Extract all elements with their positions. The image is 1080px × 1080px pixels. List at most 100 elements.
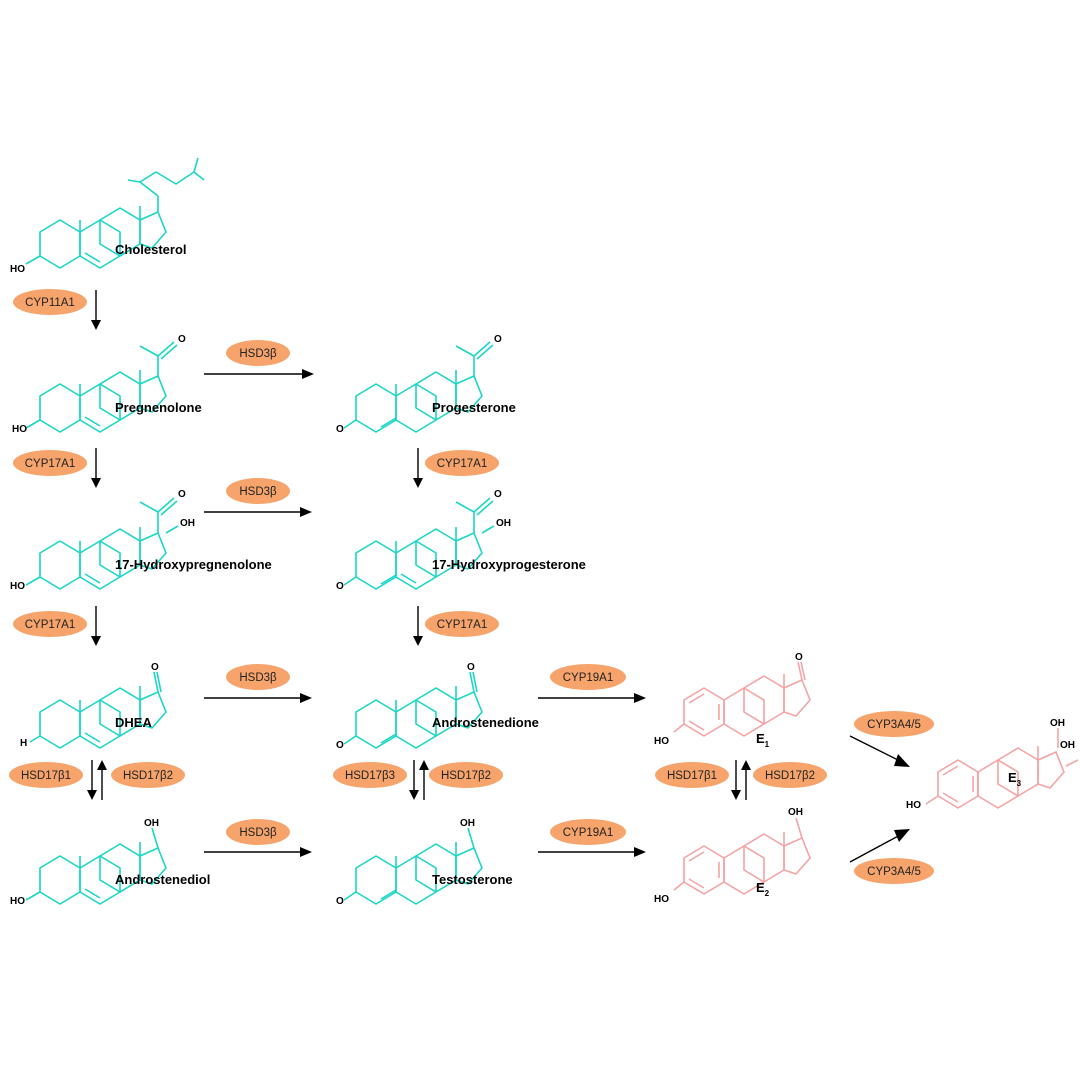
pregnenolone-label: Pregnenolone <box>115 400 202 415</box>
e1-label: E1 <box>756 731 770 749</box>
progesterone-structure <box>343 341 494 433</box>
progesterone-label: Progesterone <box>432 400 516 415</box>
cholesterol-structure <box>25 157 205 269</box>
svg-text:HSD3β: HSD3β <box>239 486 277 498</box>
testosterone-label: Testosterone <box>432 872 513 887</box>
enzyme-hsd3b-1: HSD3β <box>226 340 290 366</box>
hydroxyprogesterone-oh: OH <box>496 518 511 529</box>
testosterone-oh: OH <box>460 818 475 829</box>
svg-text:CYP3A4/5: CYP3A4/5 <box>867 866 921 878</box>
svg-text:HSD17β2: HSD17β2 <box>123 770 173 782</box>
svg-text:CYP19A1: CYP19A1 <box>563 672 614 684</box>
androstenedione-o-top: O <box>467 662 475 673</box>
progesterone-o: O <box>336 424 344 435</box>
androstenedione-o: O <box>336 740 344 751</box>
enzyme-cyp3a45-1: CYP3A4/5 <box>854 711 934 737</box>
svg-text:CYP17A1: CYP17A1 <box>25 619 76 631</box>
dhea-label: DHEA <box>115 715 152 730</box>
svg-text:HSD17β1: HSD17β1 <box>667 770 717 782</box>
androstenedione-label: Androstenedione <box>432 715 539 730</box>
androstenediol-ho: HO <box>10 896 25 907</box>
enzyme-cyp3a45-2: CYP3A4/5 <box>854 858 934 884</box>
e2-label: E2 <box>756 880 770 898</box>
enzyme-cyp19a1-1: CYP19A1 <box>550 664 626 690</box>
enzyme-hsd3b-2: HSD3β <box>226 478 290 504</box>
hydroxyprogesterone-label: 17-Hydroxyprogesterone <box>432 557 586 572</box>
svg-text:HSD17β3: HSD17β3 <box>345 770 395 782</box>
dhea-structure <box>29 671 167 749</box>
testosterone-structure <box>343 827 483 905</box>
enzyme-hsd17b3: HSD17β3 <box>333 762 407 788</box>
enzyme-hsd17b1-1: HSD17β1 <box>9 762 83 788</box>
dhea-o: O <box>151 662 159 673</box>
enzyme-cyp19a1-2: CYP19A1 <box>550 819 626 845</box>
arrow-dhea-androstenedione <box>204 693 312 703</box>
arrow-androstenedione-testosterone-reversible <box>409 760 429 800</box>
androstenediol-structure <box>25 827 167 905</box>
e3-structure <box>925 728 1079 809</box>
testosterone-o: O <box>336 896 344 907</box>
arrow-e1-e2-reversible <box>731 760 751 800</box>
arrow-androstenedione-e1 <box>538 693 646 703</box>
arrow-progesterone-hydroxyprogesterone <box>413 448 423 488</box>
e1-ho: HO <box>654 736 669 747</box>
svg-text:CYP19A1: CYP19A1 <box>563 827 614 839</box>
svg-text:HSD3β: HSD3β <box>239 672 277 684</box>
enzyme-cyp17a1-3: CYP17A1 <box>13 611 87 637</box>
svg-text:HSD17β2: HSD17β2 <box>441 770 491 782</box>
hydroxypregnenolone-label: 17-Hydroxypregnenolone <box>115 557 272 572</box>
svg-text:HSD3β: HSD3β <box>239 348 277 360</box>
enzyme-hsd3b-4: HSD3β <box>226 819 290 845</box>
hydroxypregnenolone-structure <box>25 497 179 590</box>
arrow-cholesterol-pregnenolone <box>91 290 101 330</box>
e2-structure <box>673 817 811 895</box>
enzyme-cyp11a1: CYP11A1 <box>13 289 87 315</box>
arrow-e1-e3 <box>849 735 910 767</box>
e1-o: O <box>795 652 803 663</box>
svg-text:HSD17β2: HSD17β2 <box>765 770 815 782</box>
enzyme-cyp17a1-2: CYP17A1 <box>425 450 499 476</box>
arrow-pregnenolone-hydroxypregnenolone <box>91 448 101 488</box>
arrow-hydroxypregnenolone-dhea <box>91 606 101 646</box>
arrow-dhea-androstenediol-reversible <box>87 760 107 800</box>
e1-structure <box>673 661 811 737</box>
svg-text:HSD3β: HSD3β <box>239 827 277 839</box>
pregnenolone-ho: HO <box>12 424 27 435</box>
dhea-h: H <box>20 738 27 749</box>
arrow-testosterone-e2 <box>538 847 646 857</box>
cholesterol-ho: HO <box>10 264 25 275</box>
svg-text:CYP17A1: CYP17A1 <box>437 619 488 631</box>
svg-text:CYP17A1: CYP17A1 <box>25 458 76 470</box>
arrow-androstenediol-testosterone <box>204 847 312 857</box>
arrow-e2-e3 <box>849 829 910 863</box>
e3-oh-top: OH <box>1050 718 1065 729</box>
enzyme-hsd17b2-2: HSD17β2 <box>429 762 503 788</box>
enzyme-hsd17b1-2: HSD17β1 <box>655 762 729 788</box>
e2-ho: HO <box>654 894 669 905</box>
pregnenolone-o: O <box>178 334 186 345</box>
enzyme-hsd3b-3: HSD3β <box>226 664 290 690</box>
hydroxyprogesterone-structure <box>343 497 495 590</box>
e3-label: E3 <box>1008 770 1022 788</box>
svg-text:CYP17A1: CYP17A1 <box>437 458 488 470</box>
arrow-hydroxyprogesterone-androstenedione <box>413 606 423 646</box>
arrow-hydroxypregnenolone-hydroxyprogesterone <box>204 507 312 517</box>
svg-text:HSD17β1: HSD17β1 <box>21 770 71 782</box>
enzyme-hsd17b2-1: HSD17β2 <box>111 762 185 788</box>
svg-text:CYP11A1: CYP11A1 <box>25 297 75 309</box>
androstenedione-structure <box>343 671 483 749</box>
hydroxypregnenolone-oh: OH <box>180 518 195 529</box>
androstenediol-oh: OH <box>144 818 159 829</box>
svg-text:CYP3A4/5: CYP3A4/5 <box>867 719 921 731</box>
androstenediol-label: Androstenediol <box>115 872 210 887</box>
e2-oh: OH <box>788 807 803 818</box>
e3-ho: HO <box>906 800 921 811</box>
hydroxypregnenolone-o: O <box>178 489 186 500</box>
cholesterol-label: Cholesterol <box>115 242 187 257</box>
enzyme-cyp17a1-1: CYP17A1 <box>13 450 87 476</box>
hydroxypregnenolone-ho: HO <box>10 581 25 592</box>
pregnenolone-structure <box>25 341 178 433</box>
progesterone-o-top: O <box>494 334 502 345</box>
e3-oh-right: OH <box>1060 740 1075 751</box>
